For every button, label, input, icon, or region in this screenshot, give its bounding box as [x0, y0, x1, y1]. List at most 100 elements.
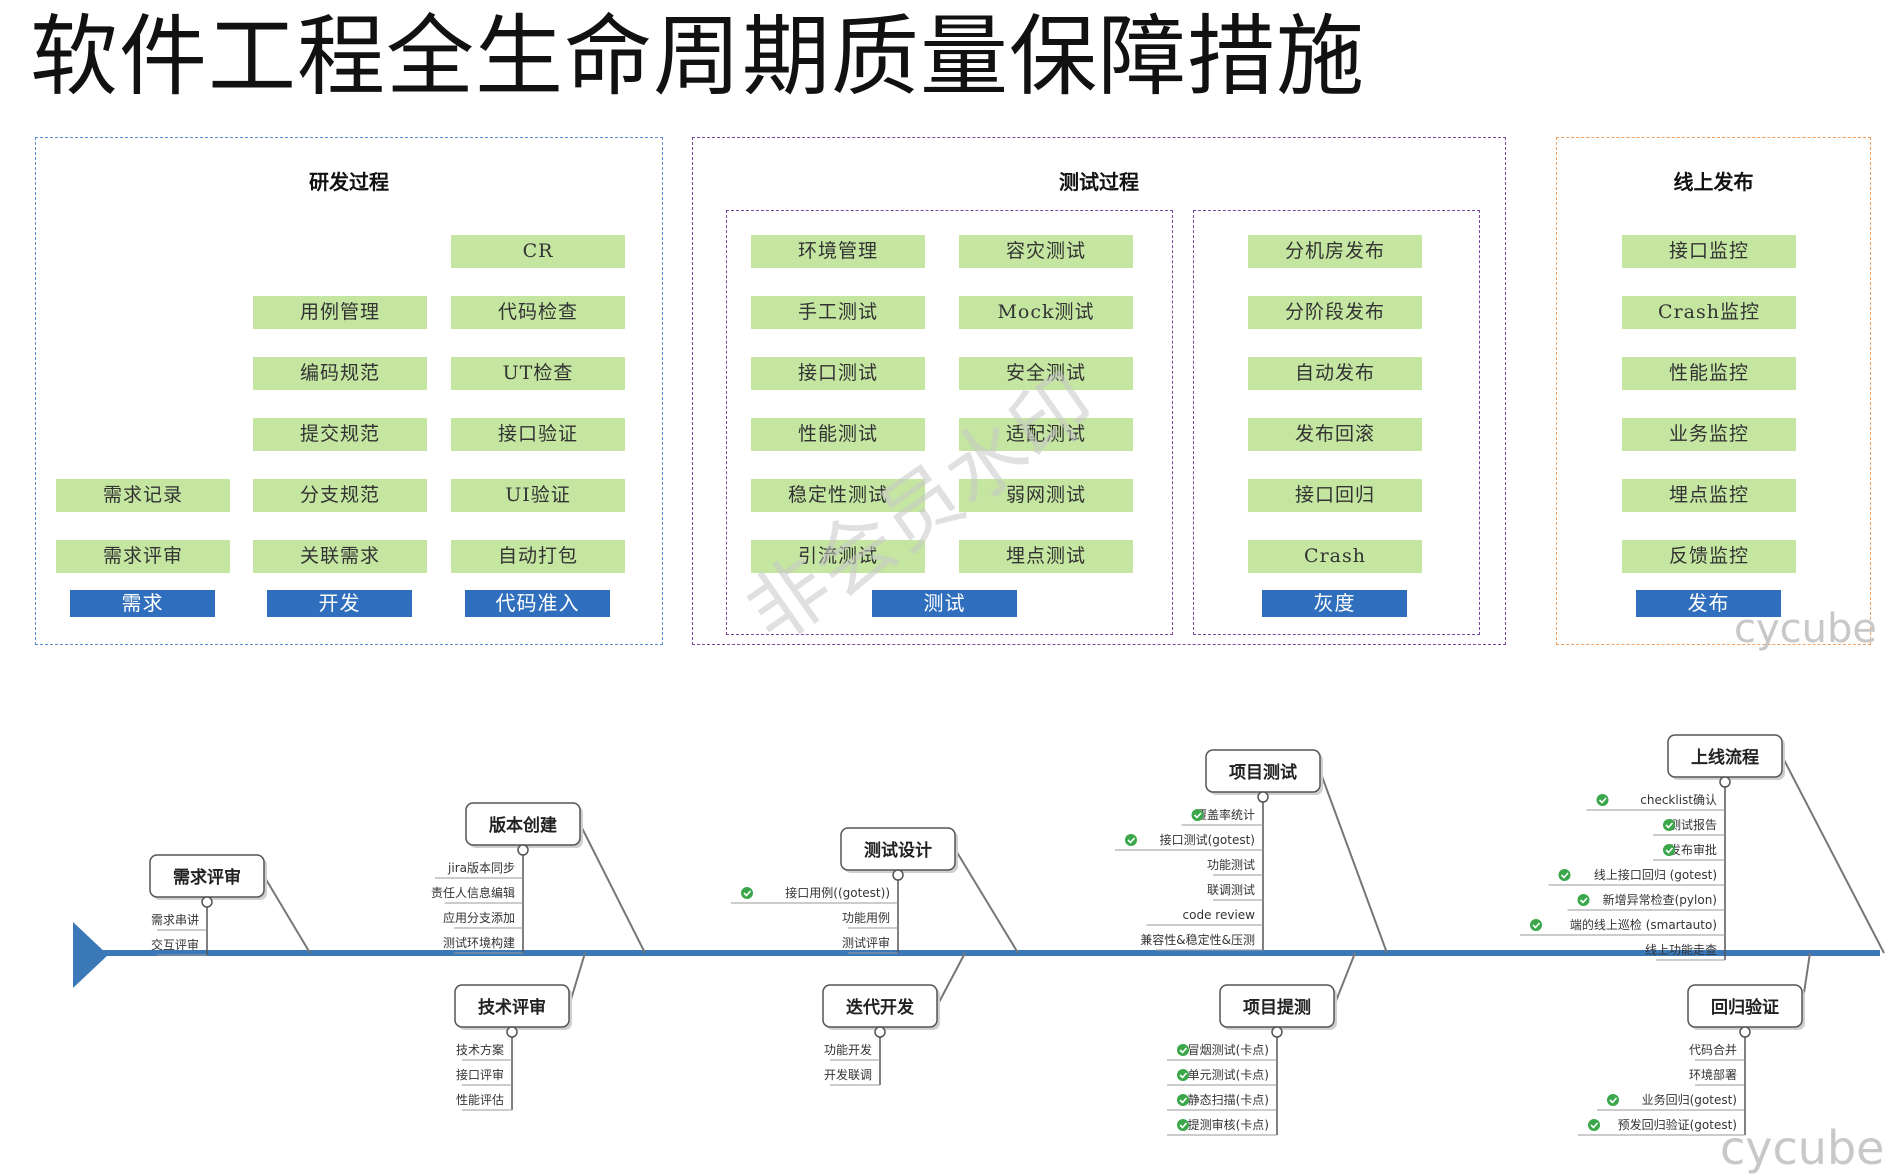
gray-col-box-2: 自动发布 [1248, 357, 1422, 390]
top-branch-3-item-text: 兼容性&稳定性&压测 [1140, 932, 1255, 947]
gray-col-box-1: 分阶段发布 [1248, 296, 1422, 329]
top-branch-1-item-text: 责任人信息编辑 [431, 885, 515, 900]
top-branch-1-label: 版本创建 [489, 815, 557, 836]
top-branch-2-item-text: 测试评审 [842, 935, 890, 950]
test-col2-box-5: 埋点测试 [959, 540, 1133, 573]
test-col1-box-2: 接口测试 [751, 357, 925, 390]
check-icon [1177, 1069, 1189, 1081]
bottom-branch-2-joint [1271, 1026, 1283, 1038]
bottom-branch-3-joint [1739, 1026, 1751, 1038]
check-icon [1177, 1119, 1189, 1131]
online-release-title: 线上发布 [1673, 170, 1754, 194]
test-process-panel: 测试过程 [692, 137, 1506, 645]
release-col-box-5: 反馈监控 [1622, 540, 1796, 573]
check-icon [1125, 834, 1137, 846]
gray-release-subpanel [1193, 210, 1480, 635]
check-mark-icon [1560, 872, 1569, 879]
dev-col3-box-3: 接口验证 [451, 418, 625, 451]
check-icon [1177, 1044, 1189, 1056]
top-branch-0-item-text: 需求串讲 [151, 912, 199, 927]
gray-col-box-4: 接口回归 [1248, 479, 1422, 512]
test-col2-box-3: 适配测试 [959, 418, 1133, 451]
top-branch-4-joint [1719, 776, 1731, 788]
check-icon [741, 887, 753, 899]
dev-col2-box-2: 提交规范 [253, 418, 427, 451]
check-mark-icon [1665, 822, 1674, 829]
check-mark-icon [1179, 1072, 1188, 1079]
test-label: 测试 [872, 590, 1017, 617]
online-release-panel: 线上发布 [1556, 137, 1871, 645]
check-icon [1588, 1119, 1600, 1131]
check-mark-icon [1193, 812, 1202, 819]
top-branch-2-label: 测试设计 [864, 840, 932, 861]
dev-col1-box-1: 需求评审 [56, 540, 230, 573]
top-branch-0-rib [263, 875, 311, 954]
top-branch-4-item-text: 线上功能走查 [1645, 943, 1717, 957]
dev-col1-box-0: 需求记录 [56, 479, 230, 512]
dev-process-panel: 研发过程 [35, 137, 663, 645]
dev-label-code-admission: 代码准入 [465, 590, 610, 617]
check-icon [1663, 844, 1675, 856]
dev-process-title: 研发过程 [309, 170, 389, 194]
dev-col2-box-3: 分支规范 [253, 479, 427, 512]
check-icon [1177, 1094, 1189, 1106]
test-col1-box-4: 稳定性测试 [751, 479, 925, 512]
release-col-box-2: 性能监控 [1622, 357, 1796, 390]
test-subpanel [726, 210, 1173, 635]
fishbone-head [73, 922, 108, 988]
check-icon [1577, 894, 1590, 906]
release-col-box-3: 业务监控 [1622, 418, 1796, 451]
bottom-branch-0-label: 技术评审 [478, 997, 546, 1018]
top-branch-3-item-text: 接口测试(gotest) [1160, 832, 1255, 847]
check-icon [1530, 919, 1542, 931]
test-col2-box-1: Mock测试 [959, 296, 1133, 329]
dev-label-requirement: 需求 [70, 590, 215, 617]
top-branch-3-label: 项目测试 [1229, 762, 1297, 783]
test-col2-box-0: 容灾测试 [959, 235, 1133, 268]
bottom-branch-1-rib [936, 952, 966, 1007]
top-branch-0-item-text: 交互评审 [151, 937, 199, 952]
check-mark-icon [1179, 1122, 1188, 1129]
bottom-branch-3-item-text: 环境部署 [1689, 1067, 1737, 1082]
top-branch-1-item-text: jira版本同步 [447, 861, 515, 875]
top-branch-3-item-text: 覆盖率统计 [1195, 807, 1255, 822]
bottom-branch-0-item-text: 接口评审 [456, 1067, 504, 1082]
dev-label-develop: 开发 [267, 590, 412, 617]
test-col1-box-1: 手工测试 [751, 296, 925, 329]
page-title: 软件工程全生命周期质量保障措施 [30, 5, 1366, 108]
bottom-branch-2-item-text: 提测审核(卡点) [1188, 1117, 1269, 1132]
top-branch-2-item-text: 功能用例 [842, 911, 890, 925]
bottom-branch-1-item-text: 开发联调 [824, 1067, 872, 1082]
gray-col-box-0: 分机房发布 [1248, 235, 1422, 268]
top-branch-4-item-text: 发布审批 [1669, 842, 1717, 857]
bottom-branch-2-item-text: 冒烟测试(卡点) [1188, 1042, 1269, 1057]
bottom-branch-1-label: 迭代开发 [846, 997, 915, 1018]
dev-col2-box-0: 用例管理 [253, 296, 427, 329]
check-icon [1663, 819, 1675, 831]
check-mark-icon [743, 890, 752, 897]
bottom-branch-1-item-text: 功能开发 [824, 1042, 872, 1057]
check-mark-icon [1179, 1097, 1188, 1104]
top-branch-2-item-text: 接口用例((gotest)) [785, 885, 890, 900]
bottom-branch-2-item-text: 单元测试(卡点) [1188, 1067, 1269, 1082]
test-col2-box-4: 弱网测试 [959, 479, 1133, 512]
fishbone-diagram: 需求评审需求串讲交互评审版本创建jira版本同步责任人信息编辑应用分支添加测试环… [73, 734, 1885, 1136]
top-branch-3-rib [1319, 770, 1388, 954]
release-col-box-1: Crash监控 [1622, 296, 1796, 329]
check-mark-icon [1579, 897, 1588, 904]
top-branch-4-item-text: 线上接口回归 (gotest) [1594, 867, 1717, 882]
top-branch-0-joint [201, 896, 213, 908]
top-branch-1-item-text: 应用分支添加 [443, 910, 515, 925]
release-label: 发布 [1636, 590, 1781, 617]
watermark-brand-top: cycube [1734, 606, 1878, 652]
top-branch-1-item-text: 测试环境构建 [443, 935, 515, 950]
bottom-branch-3-item-text: 预发回归验证(gotest) [1618, 1117, 1737, 1132]
